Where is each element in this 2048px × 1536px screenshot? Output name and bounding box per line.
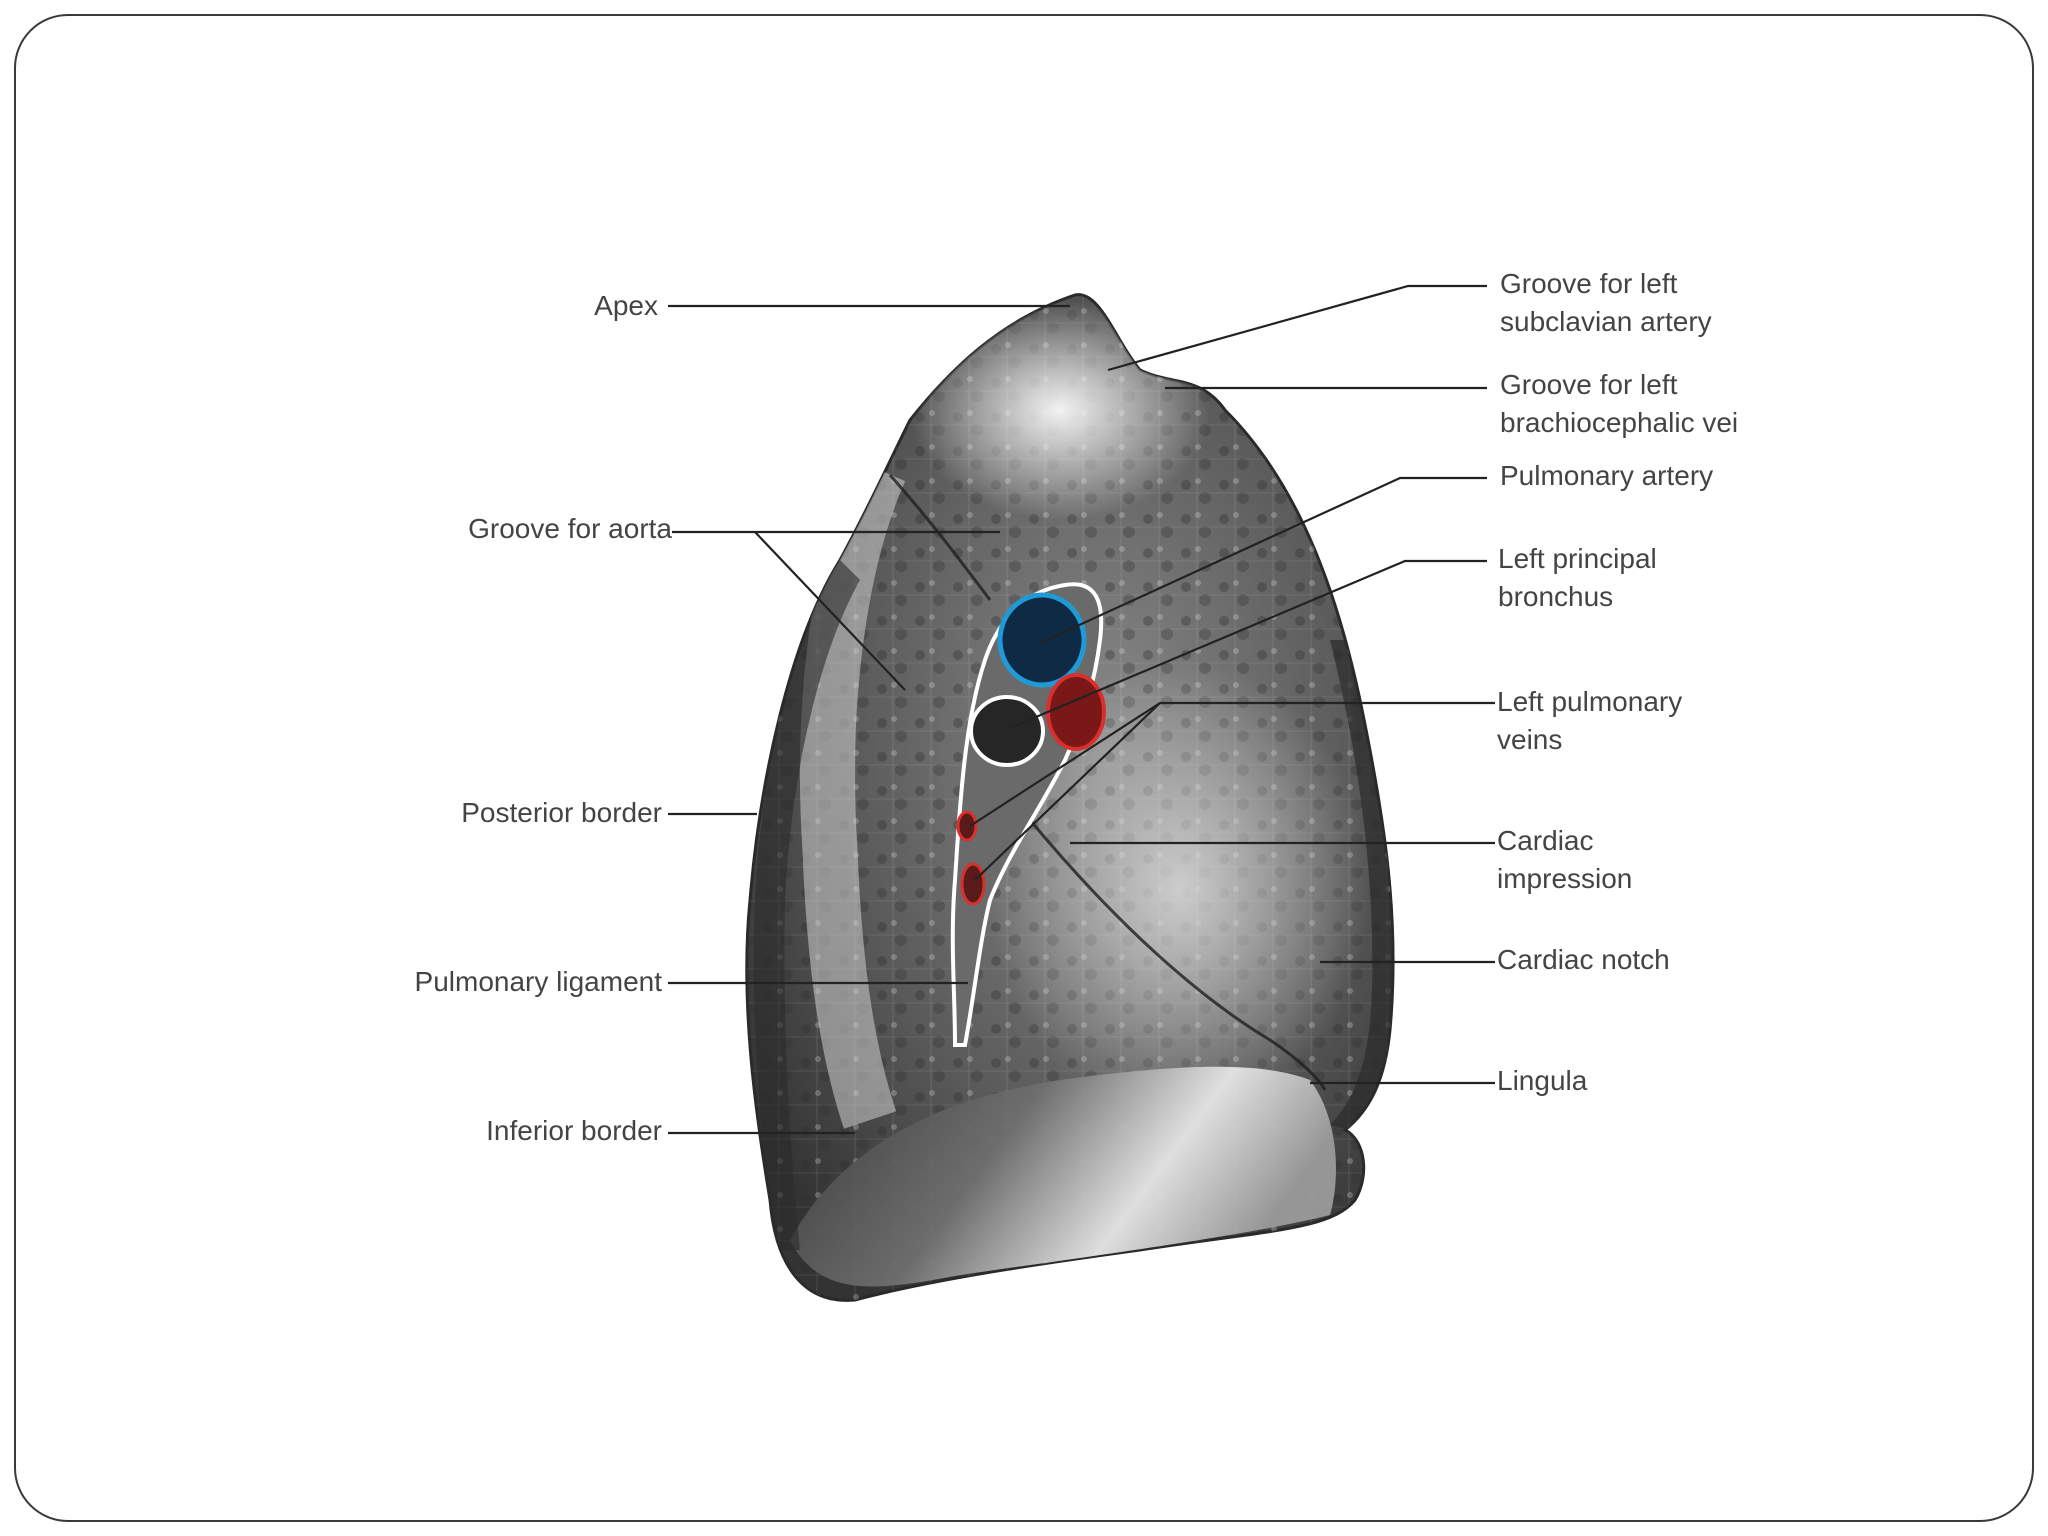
aorta-groove-highlight bbox=[799, 458, 906, 1129]
label-inferior-border: Inferior border bbox=[486, 1115, 662, 1146]
small-pulmonary-vein-2 bbox=[960, 862, 986, 906]
leader-pulmonary-artery bbox=[1039, 476, 1487, 644]
label-left-principal-line1: Left principal bbox=[1498, 543, 1657, 574]
small-pulmonary-vein-1 bbox=[956, 810, 978, 842]
diaphragmatic-surface bbox=[790, 1066, 1336, 1287]
label-pulmonary-artery: Pulmonary artery bbox=[1500, 460, 1713, 491]
oblique-fissure bbox=[888, 474, 1327, 1091]
label-cardiac-impression-line1: Cardiac bbox=[1497, 825, 1593, 856]
label-cardiac-notch: Cardiac notch bbox=[1497, 944, 1670, 975]
apex-highlight bbox=[910, 300, 1210, 520]
label-cardiac-impression-line2: impression bbox=[1497, 863, 1632, 894]
leader-left-principal-bronchus bbox=[1009, 559, 1487, 730]
label-lingula: Lingula bbox=[1497, 1065, 1588, 1096]
label-groove-for-aorta: Groove for aorta bbox=[468, 513, 672, 544]
leader-left-pulmonary-veins-2 bbox=[974, 702, 1161, 881]
anterior-edge-shadow bbox=[1330, 640, 1393, 1130]
leader-lines bbox=[668, 284, 1495, 1135]
label-left-pulmonary-veins-line1: Left pulmonary bbox=[1497, 686, 1682, 717]
leader-groove-subclavian bbox=[1107, 284, 1487, 372]
upper-pulmonary-vein-vessel bbox=[1046, 673, 1106, 751]
pulmonary-artery-vessel bbox=[997, 592, 1087, 688]
label-left-pulmonary-veins-line2: veins bbox=[1497, 724, 1562, 755]
label-left-principal-line2: bronchus bbox=[1498, 581, 1613, 612]
left-principal-bronchus-vessel bbox=[969, 695, 1045, 767]
posterior-edge-shadow bbox=[753, 560, 860, 1250]
leader-groove-aorta-diag bbox=[754, 531, 906, 691]
label-groove-brachiocephalic-line2: brachiocephalic vei bbox=[1500, 407, 1738, 438]
label-groove-subclavian-line1: Groove for left bbox=[1500, 268, 1678, 299]
label-pulmonary-ligament: Pulmonary ligament bbox=[415, 966, 663, 997]
label-groove-subclavian-line2: subclavian artery bbox=[1500, 306, 1712, 337]
label-groove-brachiocephalic-line1: Groove for left bbox=[1500, 369, 1678, 400]
lung-body bbox=[745, 293, 1395, 1302]
label-posterior-border: Posterior border bbox=[461, 797, 662, 828]
label-apex: Apex bbox=[594, 290, 658, 321]
